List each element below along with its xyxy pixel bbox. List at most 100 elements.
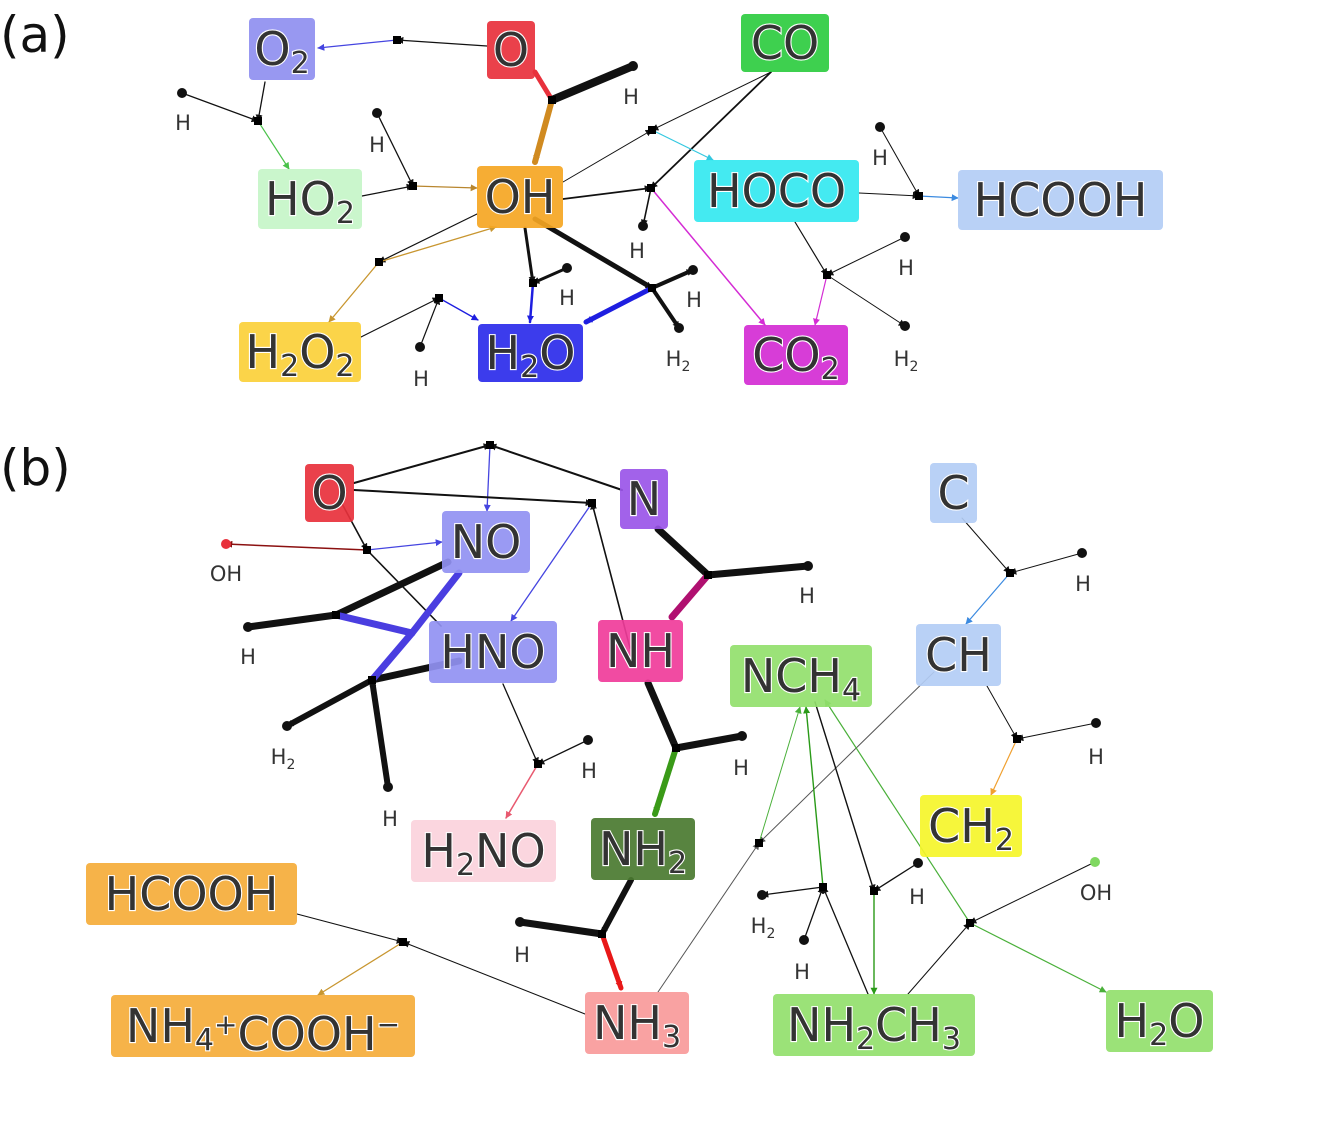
reaction-arrow xyxy=(657,842,760,993)
species-label: H2O xyxy=(1115,994,1205,1053)
reactant-label-h: H xyxy=(581,759,597,783)
reaction-arrow xyxy=(255,81,266,122)
reaction-arrow xyxy=(532,216,655,291)
reactant-dot xyxy=(383,782,393,792)
species-label: C xyxy=(937,466,969,520)
species-box xyxy=(591,818,695,880)
species-label: O2 xyxy=(254,22,309,81)
reaction-arrow xyxy=(650,187,766,326)
species-label: NCH4 xyxy=(741,649,861,708)
reaction-arrow xyxy=(969,922,1107,993)
reactant-markers xyxy=(177,36,1101,946)
reactant-label-oh: OH xyxy=(210,562,242,586)
species-node-ch2: CH2 xyxy=(920,795,1022,859)
species-box xyxy=(249,18,315,80)
species-label: HO2 xyxy=(265,172,355,231)
reaction-arrow xyxy=(284,677,375,729)
reaction-arrow xyxy=(654,525,712,579)
reactant-label-h: H xyxy=(794,960,810,984)
reaction-step-marker xyxy=(704,571,712,579)
species-box xyxy=(741,14,829,72)
reactant-label-h: H xyxy=(733,756,749,780)
species-label: O xyxy=(493,23,529,77)
reactant-label-h: H xyxy=(623,85,639,109)
reactant-dot xyxy=(1091,718,1101,728)
reaction-arrow xyxy=(296,913,404,944)
reactant-dot xyxy=(900,321,910,331)
reaction-arrow xyxy=(360,297,440,338)
reaction-arrow xyxy=(873,862,919,892)
reaction-arrow xyxy=(583,285,655,325)
reaction-arrow xyxy=(651,71,772,131)
species-box xyxy=(920,795,1022,857)
species-node-hoco: HOCO xyxy=(694,160,859,222)
reaction-arrow xyxy=(813,274,828,326)
species-box xyxy=(598,620,683,682)
reactant-label-h: H xyxy=(1075,572,1091,596)
reactant-dot xyxy=(221,539,231,549)
reaction-arrow xyxy=(758,671,935,844)
reaction-step-marker xyxy=(363,546,371,554)
reaction-arrow xyxy=(317,39,398,51)
species-label: HCOOH xyxy=(974,173,1148,227)
species-label: CO xyxy=(751,16,819,70)
reactant-dot xyxy=(415,342,425,352)
species-box xyxy=(478,324,583,382)
reactant-dot xyxy=(177,88,187,98)
species-label: H2NO xyxy=(421,824,545,883)
species-box xyxy=(258,169,362,229)
species-box xyxy=(730,645,872,707)
reactant-dot xyxy=(282,721,292,731)
species-label: H2O2 xyxy=(246,325,355,384)
species-box xyxy=(1106,990,1213,1052)
reaction-arrow xyxy=(328,261,380,323)
reaction-arrow xyxy=(516,918,606,938)
reaction-arrow xyxy=(640,187,652,227)
reaction-arrow xyxy=(332,558,452,619)
species-node-h2o-a: H2O xyxy=(478,324,583,386)
species-node-h2o-b: H2O xyxy=(1106,990,1213,1054)
reaction-arrow xyxy=(986,685,1018,740)
species-node-no: NO xyxy=(442,511,530,573)
reaction-step-marker xyxy=(966,919,974,927)
species-node-oh-a: OH xyxy=(477,166,563,228)
species-node-n: N xyxy=(620,469,668,529)
reaction-arrow xyxy=(378,225,497,263)
reactant-dot xyxy=(799,935,809,945)
reaction-arrow xyxy=(505,763,539,819)
reaction-arrow xyxy=(824,699,971,924)
reaction-arrow xyxy=(814,701,876,892)
reaction-step-marker xyxy=(648,284,656,292)
reaction-arrow xyxy=(562,129,653,183)
species-label: N xyxy=(627,472,661,526)
reaction-arrow xyxy=(822,886,869,995)
reactant-label-h: H xyxy=(629,239,645,263)
reaction-arrow xyxy=(761,886,824,898)
reactant-label-h: H xyxy=(1088,745,1104,769)
species-box xyxy=(773,994,975,1056)
species-box xyxy=(958,170,1163,230)
reactant-dot xyxy=(913,858,923,868)
reactant-dot xyxy=(1090,857,1100,867)
reaction-arrow xyxy=(181,92,259,123)
species-node-nh: NH xyxy=(598,620,683,682)
species-label: H2O xyxy=(486,326,576,385)
species-node-nh3: NH3 xyxy=(585,992,689,1056)
reaction-arrow xyxy=(1009,552,1083,575)
reactant-label-h: H xyxy=(872,146,888,170)
reaction-arrow xyxy=(502,683,539,765)
reaction-arrow xyxy=(907,922,971,995)
reactant-dot xyxy=(372,108,382,118)
reaction-arrow xyxy=(599,931,624,991)
panel-a-label: (a) xyxy=(0,6,70,64)
species-node-co: CO xyxy=(741,14,829,72)
reaction-step-marker xyxy=(1006,569,1014,577)
reaction-arrow xyxy=(537,739,589,765)
reaction-step-marker xyxy=(819,883,827,891)
species-node-hcooh-b: HCOOH xyxy=(86,863,297,925)
species-label: CO2 xyxy=(752,328,839,387)
reaction-step-marker xyxy=(672,744,680,752)
reactant-label-h: H xyxy=(799,584,815,608)
reactant-dot xyxy=(737,731,747,741)
reaction-arrow xyxy=(651,129,714,161)
